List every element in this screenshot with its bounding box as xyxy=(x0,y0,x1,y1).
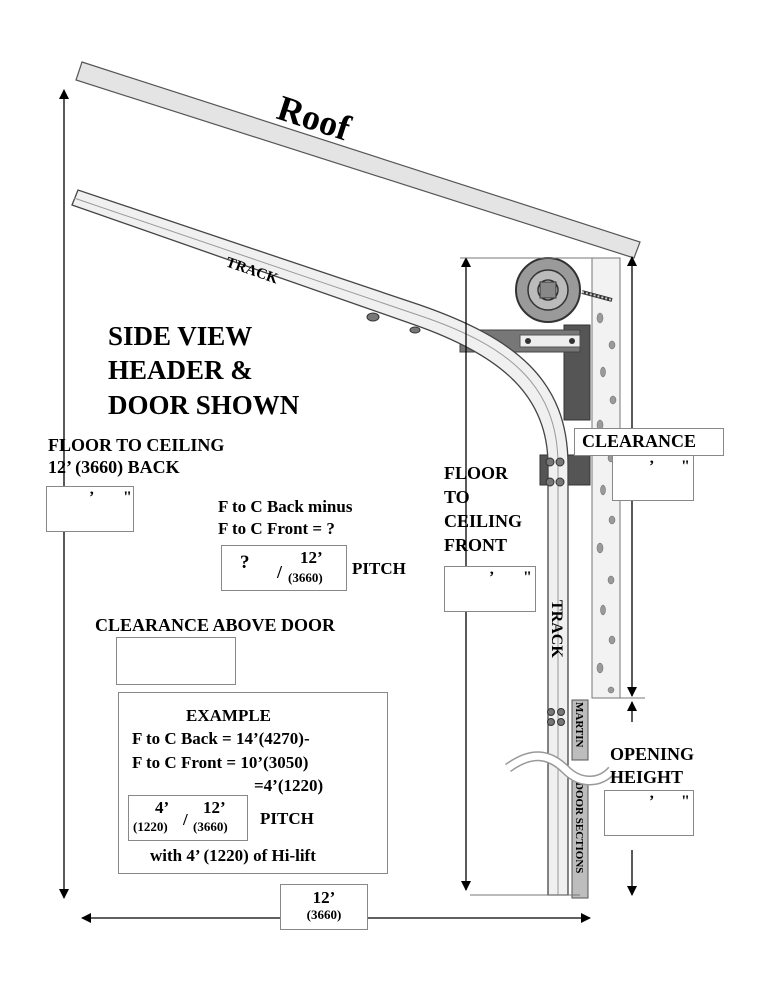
example-line3: =4’(1220) xyxy=(254,776,324,795)
feet-mark: ’ xyxy=(89,489,95,506)
floor-ceiling-front-input[interactable]: ’ " xyxy=(444,566,536,612)
front-line1: FLOOR xyxy=(444,463,509,483)
pitch-denominator-metric: (3660) xyxy=(288,570,323,585)
martin-label: MARTIN xyxy=(573,702,585,748)
clearance-input[interactable]: ’ " xyxy=(612,455,694,501)
pitch-denominator: 12’ xyxy=(300,548,323,567)
feet-mark: ’ xyxy=(489,569,495,586)
inch-mark: " xyxy=(123,489,132,506)
formula-line2: F to C Front = ? xyxy=(218,519,335,538)
front-line4: FRONT xyxy=(444,535,507,555)
example-ratio-num: 4’ xyxy=(155,798,170,817)
inch-mark: " xyxy=(523,569,532,586)
pitch-slash: / xyxy=(277,562,283,582)
example-pitch-label: PITCH xyxy=(260,809,314,828)
title-line-3: DOOR SHOWN xyxy=(108,390,300,420)
example-ratio-den-metric: (3660) xyxy=(193,819,228,834)
width-dimension-box: 12’ (3660) xyxy=(280,884,368,930)
floor-ceiling-back-line2: 12’ (3660) BACK xyxy=(48,457,180,477)
feet-mark: ’ xyxy=(649,793,655,810)
title-line-1: SIDE VIEW xyxy=(108,321,253,351)
floor-ceiling-back-input[interactable]: ’ " xyxy=(46,486,134,532)
track-outer xyxy=(71,189,569,896)
example-ratio-box: 4’ (1220) / 12’ (3660) xyxy=(128,795,248,841)
example-line1: F to C Back = 14’(4270)- xyxy=(132,729,310,748)
example-ratio-slash: / xyxy=(183,810,188,829)
door-sections-label: DOOR SECTIONS xyxy=(573,782,585,873)
door-section-upper xyxy=(571,699,589,761)
example-footer: with 4’ (1220) of Hi-lift xyxy=(150,846,316,865)
formula-line1: F to C Back minus xyxy=(218,497,353,516)
pitch-box[interactable]: ? / 12’ (3660) xyxy=(221,545,347,591)
opening-height-line1: OPENING xyxy=(610,744,695,764)
clearance-label-box xyxy=(574,428,724,456)
pitch-label: PITCH xyxy=(352,559,406,578)
post-wood-grain xyxy=(596,312,617,694)
clip xyxy=(519,334,581,348)
example-ratio-num-metric: (1220) xyxy=(133,819,168,834)
example-title: EXAMPLE xyxy=(186,706,271,725)
example-box xyxy=(118,692,388,874)
title-line-2: HEADER & xyxy=(108,355,253,385)
front-line3: CEILING xyxy=(444,511,523,531)
opening-height-input[interactable]: ’ " xyxy=(604,790,694,836)
example-ratio-den: 12’ xyxy=(203,798,226,817)
opening-height-line2: HEIGHT xyxy=(610,767,684,787)
width-metric: (3660) xyxy=(306,907,342,922)
track-label-vertical: TRACK xyxy=(548,600,565,658)
floor-ceiling-back-line1: FLOOR TO CEILING xyxy=(48,435,225,455)
inch-mark: " xyxy=(681,458,690,475)
feet-mark: ’ xyxy=(649,458,655,475)
front-line2: TO xyxy=(444,487,470,507)
track-bolts xyxy=(366,312,565,726)
inch-mark: " xyxy=(681,793,690,810)
example-line2: F to C Front = 10’(3050) xyxy=(132,753,309,772)
pitch-numerator: ? xyxy=(240,552,250,573)
clearance-label: CLEARANCE xyxy=(582,431,697,451)
track-inner-line xyxy=(73,197,559,895)
clearance-above-door-input[interactable] xyxy=(116,637,236,685)
width-value: 12’ xyxy=(312,888,336,907)
clearance-above-door-label: CLEARANCE ABOVE DOOR xyxy=(95,615,336,635)
